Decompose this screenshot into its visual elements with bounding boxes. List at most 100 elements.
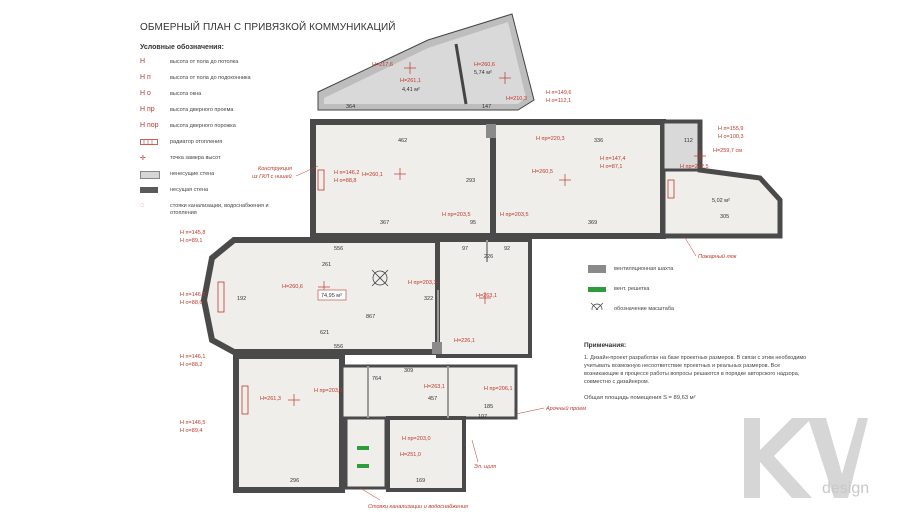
dimension-label: 457 xyxy=(428,396,437,402)
opening-label: Н пр=220,3 xyxy=(536,136,565,142)
balcony xyxy=(317,13,535,111)
vent-shaft xyxy=(486,124,496,138)
opening-label: Н п=146,2 xyxy=(334,170,359,176)
scale-icon xyxy=(590,302,604,310)
dimension-label: 336 xyxy=(594,138,603,144)
legend-text: стояки канализации, водоснабжения и отоп… xyxy=(170,203,269,216)
dimension-label: 369 xyxy=(588,220,597,226)
callout-label: Стояки канализации и водоснабжения xyxy=(368,504,468,510)
opening-label: Н о=89,4 xyxy=(180,428,202,434)
dimension-label: 169 xyxy=(416,478,425,484)
legend-text: обозначение масштаба xyxy=(614,306,674,312)
measurement-points xyxy=(288,62,706,406)
callout-leader xyxy=(683,235,697,257)
opening-label: Н п=147,4 xyxy=(600,156,625,162)
callout-label: Арочный проем xyxy=(545,405,586,412)
page-title: ОБМЕРНЫЙ ПЛАН С ПРИВЯЗКОЙ КОММУНИКАЦИЙ xyxy=(140,22,396,33)
total-area: Общая площадь помещения S = 89,63 м² xyxy=(584,395,696,401)
opening-label: Н о=100,3 xyxy=(718,134,744,140)
vent-grille-swatch xyxy=(588,287,606,292)
opening-label: Н о=88,2 xyxy=(180,362,202,368)
dimension-label: 293 xyxy=(466,178,475,184)
dimension-label: 764 xyxy=(372,376,381,382)
opening-label: Н пр=203,2 xyxy=(314,388,343,394)
dimension-label: 556 xyxy=(334,246,343,252)
legend-item: Н о высота окна xyxy=(140,90,300,106)
notes-text: 1. Дизайн-проект разработан на базе прое… xyxy=(584,355,807,385)
opening-label: Н=210,3 xyxy=(506,96,527,102)
dimension-label: 97 xyxy=(462,246,468,252)
dimension-label: 621 xyxy=(320,330,329,336)
crosshair-icon: ✛ xyxy=(140,155,146,162)
legend-text: вент. решетка xyxy=(614,286,650,292)
height-label: Н=260,6 xyxy=(282,284,303,290)
dimension-label: 867 xyxy=(366,314,375,320)
dimension-label: 261 xyxy=(322,262,331,268)
opening-label: Н пр=206,1 xyxy=(484,386,513,392)
callout-label: Эл. щит xyxy=(474,464,497,470)
legend-text: высота дверного порожка xyxy=(170,123,236,129)
opening-label: Н пр=212,5 xyxy=(680,164,709,170)
area-label: 5,74 м² xyxy=(474,70,492,76)
opening-label: Н пр=203,3 xyxy=(408,280,437,286)
opening-label: Н пр=203,5 xyxy=(442,212,471,218)
vent-grille xyxy=(357,446,369,450)
watermark-word: design xyxy=(822,480,870,497)
opening-label: Н п=146,2 xyxy=(180,292,205,298)
dimension-label: 367 xyxy=(380,220,389,226)
notes-heading: Примечания: xyxy=(584,342,627,349)
legend-text: высота от пола до потолка xyxy=(170,59,239,65)
area-label: 5,02 м² xyxy=(712,198,730,204)
radiator-icon xyxy=(140,139,158,145)
callout-label: Пожарный люк xyxy=(698,253,737,260)
opening-label: Н о=88,6 xyxy=(180,300,202,306)
height-label: Н=260,1 xyxy=(362,172,383,178)
opening-label: Н о=88,8 xyxy=(334,178,356,184)
bearing-wall-swatch xyxy=(140,187,158,193)
partitions xyxy=(367,240,488,418)
dimension-label: 462 xyxy=(398,138,407,144)
height-label: Н=259,7 см xyxy=(713,148,742,154)
dimension-label: 92 xyxy=(504,246,510,252)
height-label: Н=260,5 xyxy=(532,169,553,175)
opening-label: Н пр=203,5 xyxy=(500,212,529,218)
legend-item: ненесущие стена xyxy=(140,170,300,186)
dimension-label: 112 xyxy=(684,138,693,144)
callout-label: Конструкция xyxy=(258,166,292,172)
legend-text: высота окна xyxy=(170,91,202,97)
opening-label: Н п=155,9 xyxy=(718,126,743,132)
dimension-label: 322 xyxy=(424,296,433,302)
dimension-label: 556 xyxy=(334,344,343,350)
dimension-label: 147 xyxy=(482,104,491,110)
height-label: Н=261,3 xyxy=(260,396,281,402)
radiators xyxy=(217,169,675,415)
legend-symbol: Н о xyxy=(140,90,151,97)
height-label: Н=226,1 xyxy=(454,338,475,344)
opening-label: Н о=89,1 xyxy=(180,238,202,244)
scale-symbol xyxy=(371,269,389,287)
callout-leader xyxy=(359,487,381,501)
legend-text: точка замера высот xyxy=(170,155,221,161)
dimension-label: 185 xyxy=(484,404,493,410)
opening-label: Н п=146,5 xyxy=(180,420,205,426)
dimension-label: 305 xyxy=(720,214,729,220)
legend-symbol: Н п xyxy=(140,74,151,81)
height-label: Н=260,6 xyxy=(474,62,495,68)
opening-label: Н п=149,6 xyxy=(546,90,571,96)
callout-label: из ГКЛ с нишей xyxy=(252,173,292,180)
dimension-label: 296 xyxy=(290,478,299,484)
callout-leader xyxy=(471,439,479,463)
light-wall-swatch xyxy=(140,171,160,179)
legend-text: ненесущие стена xyxy=(170,171,215,177)
height-label: Н=251,0 xyxy=(400,452,421,458)
living-area-box: 74,95 м² xyxy=(317,289,347,301)
dimension-label: 192 xyxy=(237,296,246,302)
vent-shaft-swatch xyxy=(588,265,606,273)
riser-icon: ◌ xyxy=(140,202,145,209)
